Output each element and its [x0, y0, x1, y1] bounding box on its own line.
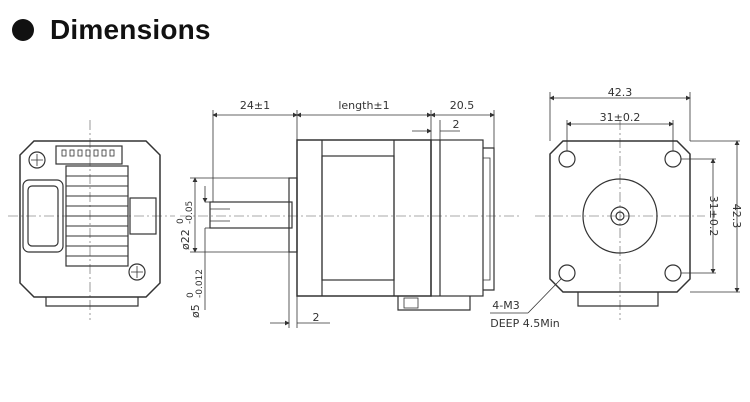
dim-hole-spacing-v: 31±0.2 — [707, 196, 720, 237]
dim-rear-length: 20.5 — [450, 99, 475, 112]
dim-thread-depth: DEEP 4.5Min — [490, 317, 560, 330]
side-view-dimensions — [190, 110, 495, 328]
section-header: Dimensions — [12, 14, 211, 46]
dim-boss-tol-lower: -0.05 — [185, 201, 195, 224]
dim-shaft-length: 24±1 — [240, 99, 270, 112]
dim-hole-spacing-h: 31±0.2 — [600, 111, 641, 124]
dim-shaft-diameter: ø5 — [189, 304, 202, 318]
dim-flange-offset: 2 — [313, 311, 320, 324]
dim-boss-tol-upper: 0 — [176, 218, 186, 224]
dim-overall-width: 42.3 — [608, 86, 633, 99]
dim-thread: 4-M3 — [492, 299, 519, 312]
dim-boss-diameter-group: ø22 0 -0.05 — [176, 201, 195, 250]
front-view — [535, 120, 705, 320]
dim-shaft-tol-upper: 0 — [186, 292, 196, 298]
dim-boss-diameter: ø22 — [179, 229, 192, 250]
front-view-dimensions — [490, 92, 740, 314]
dim-shaft-diameter-group: ø5 0 -0.012 — [186, 269, 205, 318]
page-title: Dimensions — [50, 14, 211, 45]
dim-boss-height: 2 — [453, 118, 460, 131]
side-view — [180, 139, 520, 311]
rear-view — [8, 120, 175, 320]
dim-body-length: length±1 — [338, 99, 389, 112]
dim-overall-height: 42.3 — [730, 204, 743, 229]
bullet-icon — [12, 19, 34, 41]
dim-shaft-tol-lower: -0.012 — [195, 269, 205, 298]
